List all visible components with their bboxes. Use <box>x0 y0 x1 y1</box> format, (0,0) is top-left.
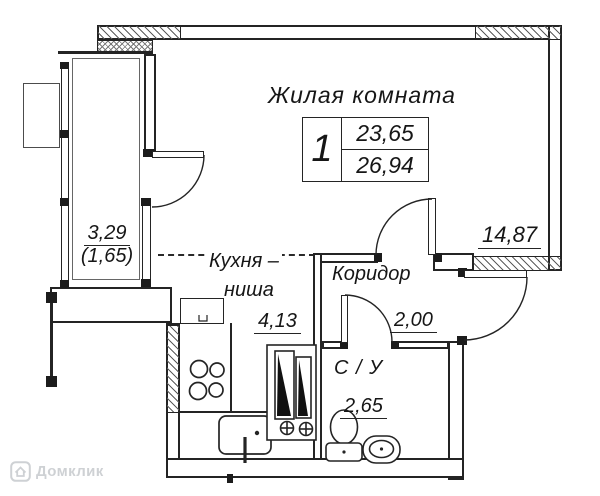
door-arc-balcony <box>151 154 205 208</box>
appliance-symbol <box>198 315 208 322</box>
watermark: Домклик <box>10 461 104 482</box>
window-mullion <box>141 279 151 287</box>
drain-tick <box>227 474 233 483</box>
area-value-livingroom: 14,87 <box>478 222 542 249</box>
window-mullion <box>60 280 69 288</box>
area-value-kitchen-text: 4,13 <box>254 310 301 334</box>
door-jamb <box>143 149 155 157</box>
vent-shaft-icon <box>266 344 317 441</box>
hatch-top-left <box>97 25 181 40</box>
watermark-text: Домклик <box>36 463 104 480</box>
area-value-bathroom-text: 2,65 <box>340 395 387 419</box>
room-label-corridor: Коридор <box>332 263 411 285</box>
window-mullion <box>60 62 69 69</box>
door-arc-livingroom <box>375 198 433 256</box>
apartment-info-table: 1 23,65 26,94 <box>302 117 429 182</box>
kitchen-sink-icon <box>218 415 272 463</box>
area-value-corridor: 2,00 <box>390 309 437 333</box>
door-jamb <box>434 253 442 262</box>
info-living-area: 23,65 <box>342 117 429 150</box>
room-label-livingroom: Жилая комната <box>268 82 456 108</box>
balcony-top-line <box>58 51 153 54</box>
hatch-top-right <box>475 25 562 40</box>
door-arc-entry <box>463 276 528 341</box>
balcony-area-reduced: (1,65) <box>80 245 134 267</box>
area-value-bathroom: 2,65 <box>340 395 387 419</box>
balcony-inner-outline <box>72 58 140 280</box>
door-jamb <box>374 253 382 262</box>
balcony-area-full: 3,29 <box>83 222 131 246</box>
bathroom-sink-icon <box>362 435 401 464</box>
kitchen-appliance-box <box>180 298 224 324</box>
door-leaf-entry <box>464 270 527 278</box>
door-jamb <box>457 336 467 345</box>
room-label-kitchen-line1: Кухня – <box>206 250 282 273</box>
facade-node <box>46 376 57 387</box>
window-mullion <box>60 130 69 138</box>
area-value-livingroom-text: 14,87 <box>478 222 542 249</box>
ac-unit-box <box>23 83 60 148</box>
door-leaf-bathroom <box>341 295 348 343</box>
info-total-area: 26,94 <box>342 150 429 182</box>
area-value-kitchen: 4,13 <box>254 310 301 334</box>
door-arc-bathroom <box>344 294 393 343</box>
room-label-kitchen-line2: ниша <box>224 279 274 301</box>
door-jamb <box>340 341 348 349</box>
toilet-icon <box>325 409 363 462</box>
facade-node <box>46 292 57 303</box>
info-rooms-count: 1 <box>302 117 342 182</box>
room-label-bathroom: С / У <box>334 357 383 379</box>
hatch-kitchen-west <box>166 325 180 413</box>
facade-line <box>50 293 53 385</box>
watermark-logo <box>10 461 31 482</box>
door-jamb <box>458 268 467 277</box>
area-value-balcony: 3,29 (1,65) <box>72 222 142 268</box>
counter-edge-vertical <box>230 323 232 412</box>
counter-edge-horizontal <box>180 411 316 413</box>
window-mullion <box>60 198 69 206</box>
window-mullion <box>141 198 151 206</box>
area-value-corridor-text: 2,00 <box>390 309 437 333</box>
wall-bathroom-east <box>448 341 464 480</box>
stove-icon <box>188 359 225 401</box>
door-leaf-balcony <box>152 151 204 158</box>
door-jamb <box>391 341 399 349</box>
